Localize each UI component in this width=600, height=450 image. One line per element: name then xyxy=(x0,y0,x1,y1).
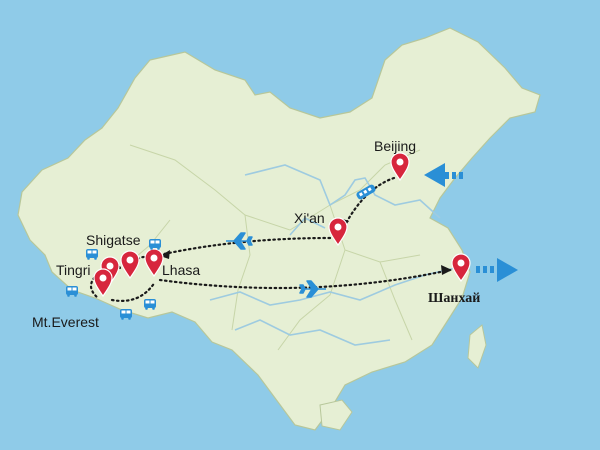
route-lhasa-shanghai xyxy=(158,268,452,290)
train-icon xyxy=(356,184,376,200)
rivers xyxy=(209,164,456,346)
hainan-island xyxy=(319,399,353,431)
city-label-everest: Mt.Everest xyxy=(32,314,99,330)
bus-icon xyxy=(120,309,132,320)
city-label-beijing: Beijing xyxy=(374,138,416,154)
city-label-lhasa: Lhasa xyxy=(162,262,200,278)
city-label-shigatse: Shigatse xyxy=(86,232,141,248)
route-xian-lhasa xyxy=(162,236,332,256)
city-label-shanghai: Шанхай xyxy=(428,291,480,306)
route-tingri-everest xyxy=(89,272,100,300)
route-everest-lhasa xyxy=(110,280,157,302)
taiwan-island xyxy=(467,324,487,369)
arrow-left-icon xyxy=(424,163,463,187)
arrow-right-icon xyxy=(476,258,518,282)
china-landmass xyxy=(17,27,541,431)
city-label-xian: Xi'an xyxy=(294,210,325,226)
bus-icon xyxy=(66,286,78,297)
city-label-tingri: Tingri xyxy=(56,262,91,278)
